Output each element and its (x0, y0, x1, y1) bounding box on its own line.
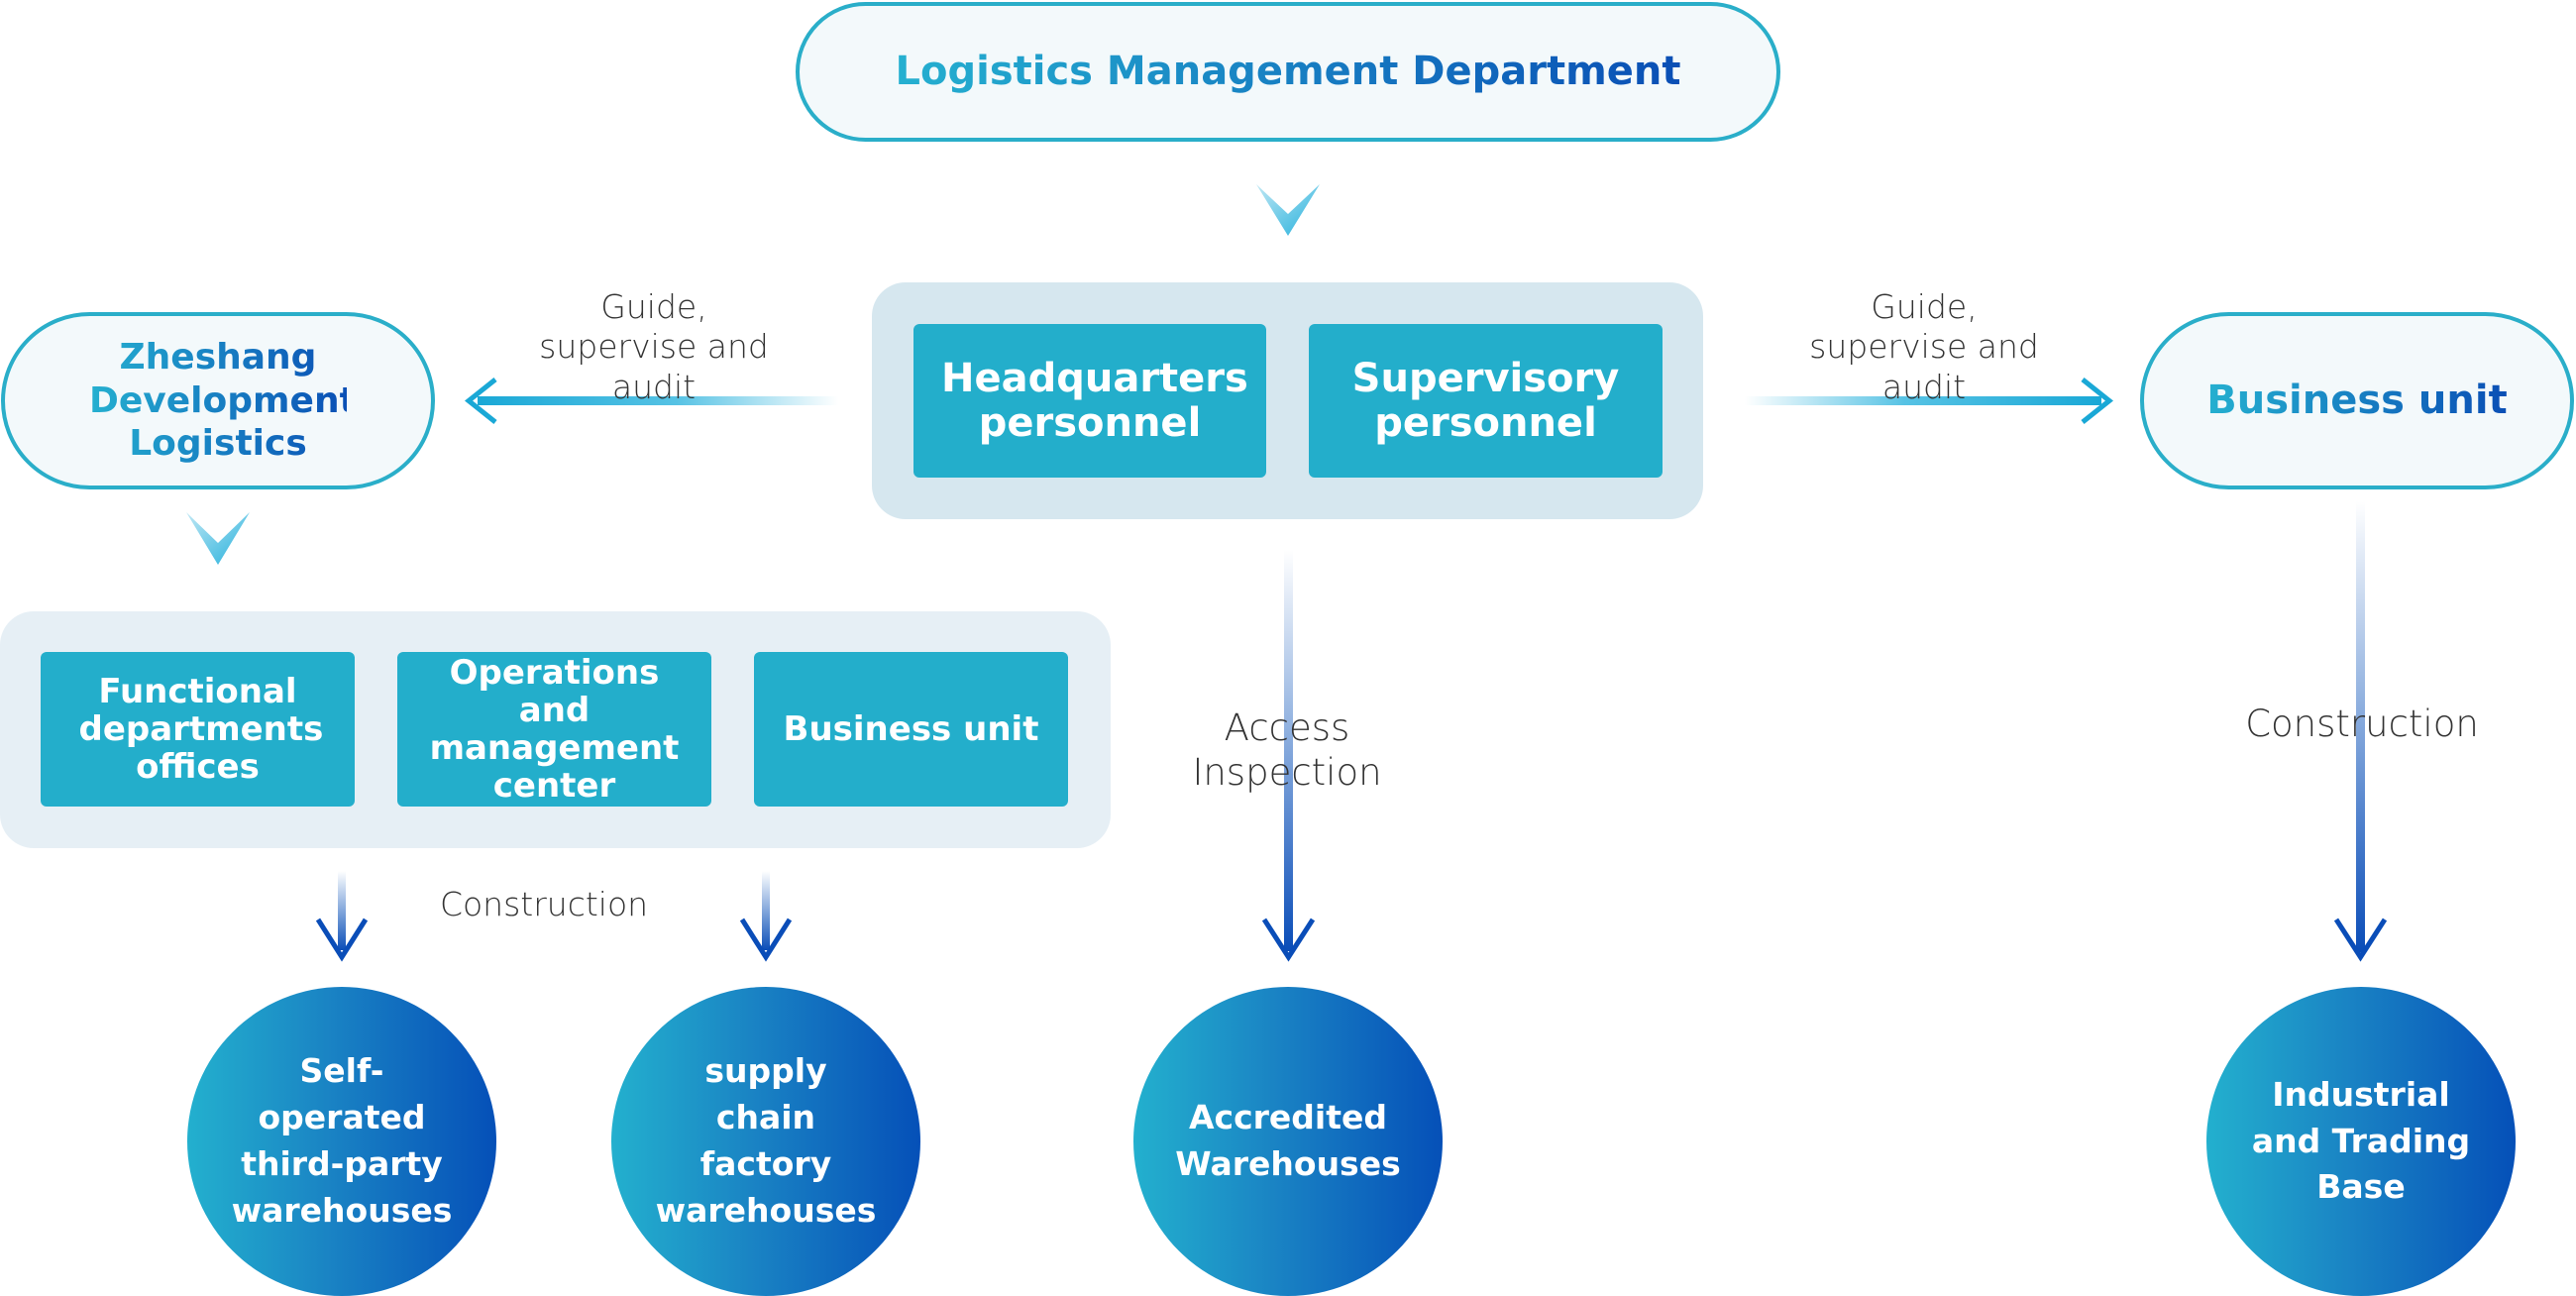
box-label: Operations and management center (429, 652, 680, 807)
zheshang-development-logistics-node[interactable]: Zheshang Development Logistics (1, 312, 435, 489)
edge-label-right-construction: Construction (2245, 702, 2479, 745)
node-label: Zheshang Development Logistics (89, 336, 357, 465)
supervisory-personnel-box[interactable]: Supervisory personnel (1309, 324, 1663, 478)
box-label: Business unit (783, 708, 1039, 749)
circle-label: supply chain factory warehouses (655, 1051, 877, 1230)
arrow-left-guide (464, 378, 838, 424)
circle-label: Self-operated third-party warehouses (231, 1051, 453, 1230)
supply-chain-factory-warehouses-node[interactable]: supply chain factory warehouses (611, 987, 920, 1296)
node-label: Business unit (2206, 378, 2508, 424)
arrow-down-access-inspection (1261, 550, 1316, 962)
box-label: Supervisory personnel (1351, 355, 1620, 446)
arrow-down-right-construction (2333, 501, 2388, 962)
accredited-warehouses-node[interactable]: Accredited Warehouses (1133, 987, 1443, 1296)
logistics-management-department-node[interactable]: Logistics Management Department (796, 2, 1780, 142)
circle-label: Industrial and Trading Base (2251, 1074, 2471, 1207)
headquarters-personnel-box[interactable]: Headquarters personnel (913, 324, 1266, 478)
circle-label: Accredited Warehouses (1175, 1098, 1401, 1183)
self-operated-warehouses-node[interactable]: Self-operated third-party warehouses (187, 987, 496, 1296)
business-unit-box[interactable]: Business unit (754, 652, 1068, 807)
business-unit-node[interactable]: Business unit (2140, 312, 2574, 489)
arrow-down-left-1 (315, 871, 369, 962)
functional-departments-box[interactable]: Functional departments offices (41, 652, 355, 807)
edge-label-left-construction: Construction (439, 885, 649, 923)
edge-label-left-guide: Guide, supervise and audit (539, 287, 769, 406)
chevron-down-icon (186, 512, 250, 565)
edge-label-access-inspection: Access Inspection (1192, 706, 1382, 795)
operations-management-center-box[interactable]: Operations and management center (397, 652, 711, 807)
box-label: Headquarters personnel (941, 355, 1248, 446)
node-label: Logistics Management Department (895, 49, 1681, 95)
chevron-down-icon (1256, 184, 1320, 236)
arrow-down-left-2 (739, 871, 793, 962)
industrial-trading-base-node[interactable]: Industrial and Trading Base (2206, 987, 2516, 1296)
edge-label-right-guide: Guide, supervise and audit (1809, 287, 2039, 406)
box-label: Functional departments offices (78, 671, 324, 788)
arrow-right-guide (1745, 378, 2114, 424)
